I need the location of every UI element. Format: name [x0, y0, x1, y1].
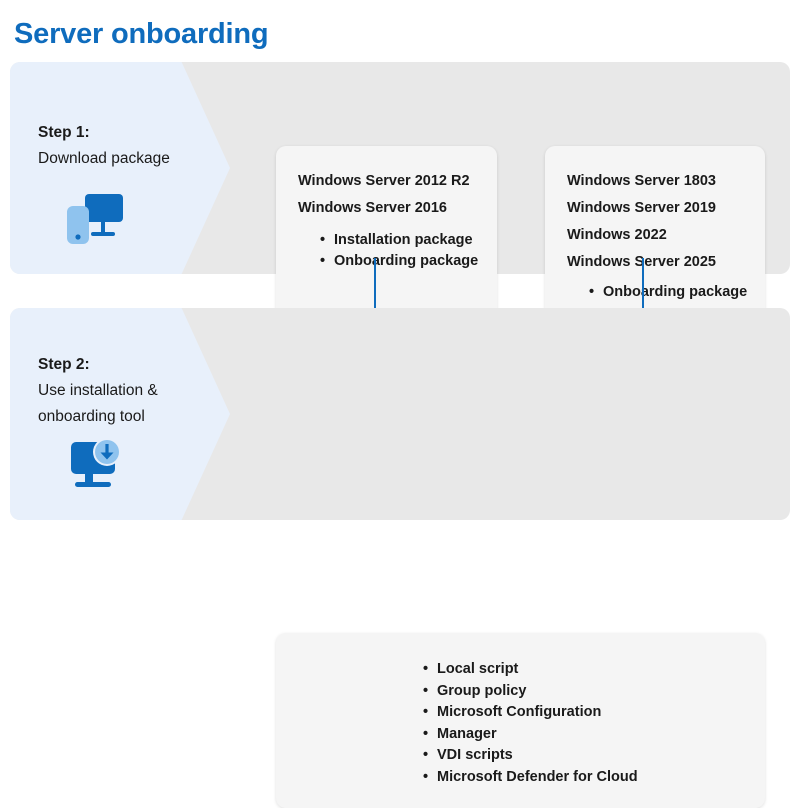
modern-os-card: Windows Server 1803 Windows Server 2019 … — [545, 146, 765, 320]
list-item: Local script — [423, 659, 743, 681]
step2-description-line2: onboarding tool — [38, 408, 145, 425]
step1-description: Download package — [38, 150, 170, 167]
modern-os-version: Windows Server 1803 — [567, 173, 716, 189]
list-item: VDI scripts — [423, 745, 743, 767]
step2-chevron-text: Step 2: Use installation & onboarding to… — [38, 352, 208, 430]
step1-chevron: Step 1: Download package — [10, 62, 230, 274]
modern-package-list: Onboarding package — [567, 282, 747, 303]
monitor-download-icon — [65, 436, 127, 494]
list-item: Onboarding package — [589, 282, 747, 303]
step1-chevron-text: Step 1: Download package — [38, 120, 208, 172]
list-item: Installation package — [320, 230, 475, 251]
legacy-os-version: Windows Server 2016 — [298, 200, 447, 216]
legacy-os-card: Windows Server 2012 R2 Windows Server 20… — [276, 146, 497, 320]
step2-chevron: Step 2: Use installation & onboarding to… — [10, 308, 230, 520]
list-item: Onboarding package — [320, 251, 478, 272]
list-item: Microsoft Defender for Cloud — [423, 767, 743, 789]
onboarding-tools-card-body: Local script Group policy Microsoft Conf… — [276, 633, 765, 788]
page-title: Server onboarding — [14, 18, 269, 50]
list-item: Microsoft Configuration — [423, 702, 743, 724]
modern-os-version: Windows 2022 — [567, 227, 667, 243]
legacy-os-card-body: Windows Server 2012 R2 Windows Server 20… — [276, 146, 497, 272]
modern-os-version: Windows Server 2019 — [567, 200, 716, 216]
arrow-shaft — [642, 258, 644, 322]
arrow-shaft — [374, 258, 376, 322]
modern-os-card-body: Windows Server 1803 Windows Server 2019 … — [545, 146, 765, 303]
modern-os-version: Windows Server 2025 — [567, 254, 716, 270]
step2-label: Step 2: — [38, 356, 90, 373]
onboarding-tools-list: Local script Group policy Microsoft Conf… — [298, 659, 743, 788]
step2-band: Step 2: Use installation & onboarding to… — [10, 308, 790, 808]
step1-band: Step 1: Download package Windows Server … — [10, 62, 790, 320]
monitor-and-device-icon — [65, 190, 127, 248]
legacy-os-version: Windows Server 2012 R2 — [298, 173, 470, 189]
list-item: Manager — [423, 724, 743, 746]
step1-label: Step 1: — [38, 124, 90, 141]
onboarding-tools-card: Local script Group policy Microsoft Conf… — [276, 633, 765, 808]
legacy-package-list: Installation package Onboarding package — [298, 230, 478, 272]
list-item: Group policy — [423, 681, 743, 703]
step2-description-line1: Use installation & — [38, 382, 158, 399]
